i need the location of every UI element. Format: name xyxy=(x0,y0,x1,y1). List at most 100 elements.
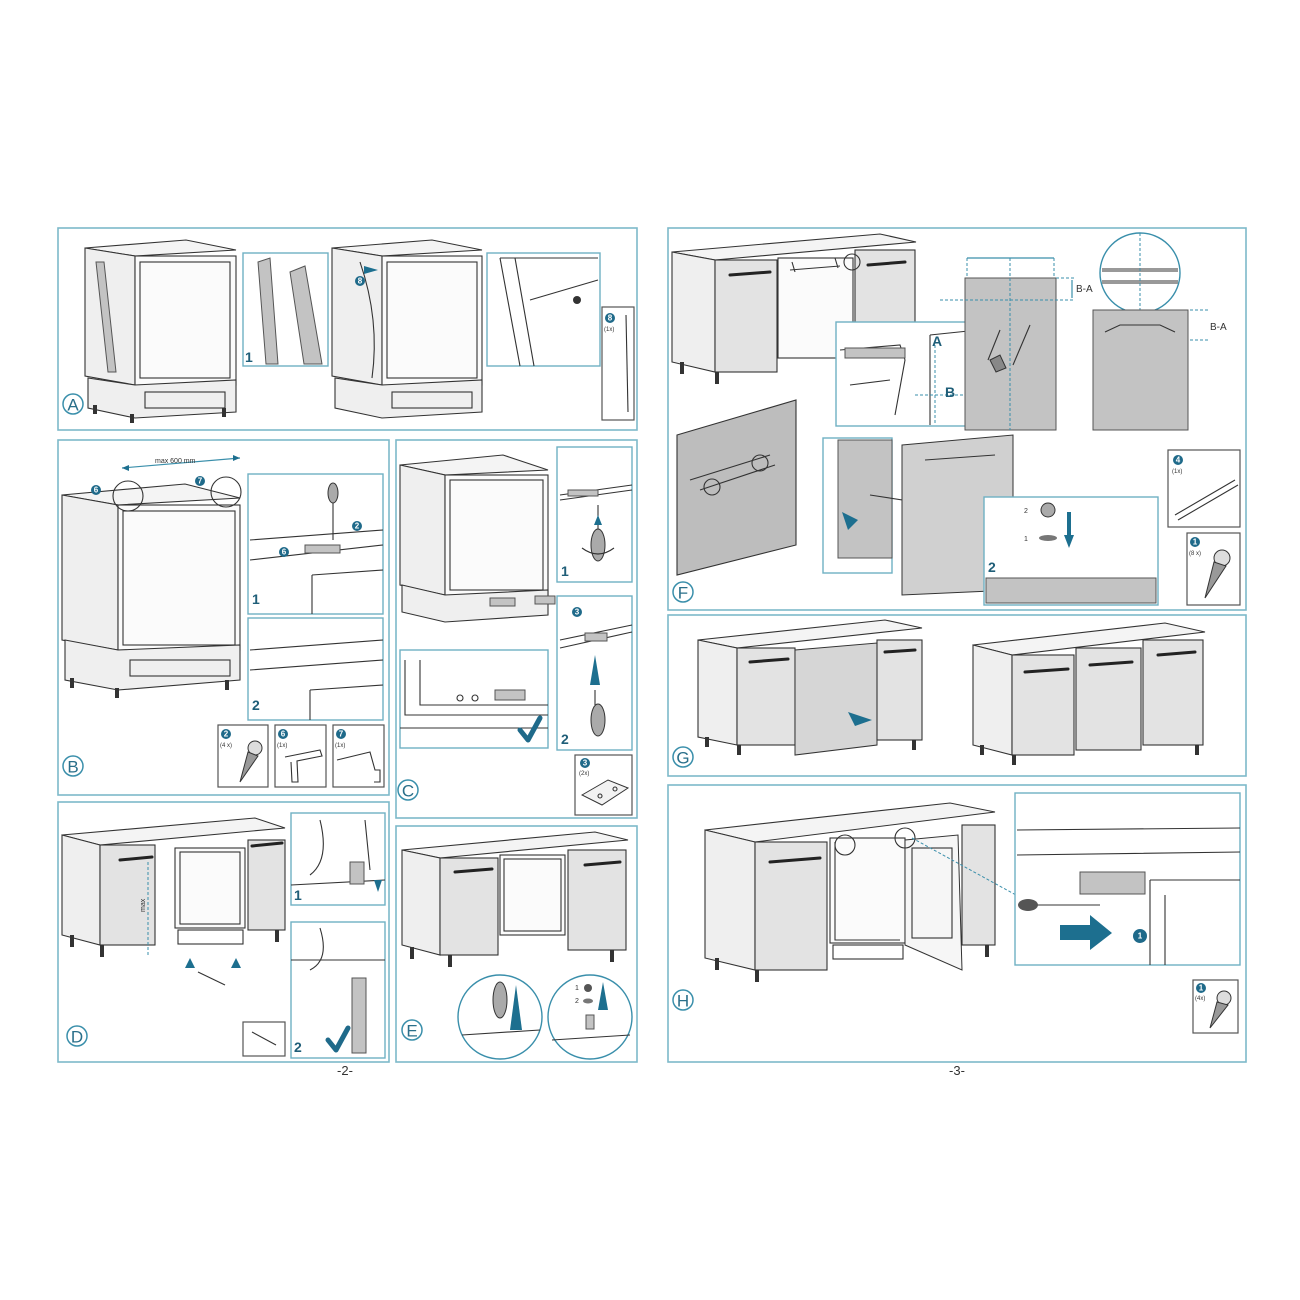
svg-text:E: E xyxy=(406,1022,417,1041)
panel-letter-c: C xyxy=(397,779,419,801)
part-box-screw-1: 1 (8 x) xyxy=(1186,532,1241,606)
svg-text:(1x): (1x) xyxy=(1172,469,1182,475)
door-panel xyxy=(794,642,878,756)
callout-number: 1 xyxy=(1138,932,1143,941)
detail-box-d1 xyxy=(290,812,386,906)
cabinet-illustration-g2 xyxy=(972,622,1206,765)
part-box-8: 8 (1x) xyxy=(601,306,635,421)
step-number: 1 xyxy=(245,349,253,365)
checkmark-icon xyxy=(517,715,543,743)
svg-text:(1x): (1x) xyxy=(277,743,287,749)
svg-text:3: 3 xyxy=(575,608,580,617)
panel-b-frame xyxy=(57,439,390,796)
fridge-illustration-c xyxy=(399,454,556,623)
step-number: 1 xyxy=(294,887,302,903)
dimension-label: B-A xyxy=(1210,322,1227,333)
fridge-illustration-a2: 8 xyxy=(331,239,483,419)
panel-e-frame xyxy=(395,825,638,1063)
svg-text:2: 2 xyxy=(1024,508,1028,515)
panel-letter-b: B xyxy=(62,755,84,777)
detail-box-a2 xyxy=(486,252,601,367)
panel-b: max 600 mm 6 7 2 6 1 2 2 (4 x) xyxy=(57,439,390,796)
fridge-illustration-a1 xyxy=(84,239,237,423)
panel-c: 1 3 2 3 (2x) C xyxy=(395,439,638,819)
svg-text:4: 4 xyxy=(1176,456,1181,465)
panel-letter-g: G xyxy=(672,746,694,768)
svg-text:H: H xyxy=(677,992,689,1011)
seal-strip-detail xyxy=(257,257,279,365)
svg-text:2: 2 xyxy=(575,998,579,1005)
svg-text:2: 2 xyxy=(355,522,360,531)
svg-text:(1x): (1x) xyxy=(604,327,614,333)
door-panel xyxy=(676,399,797,576)
cabinet-illustration-d: max xyxy=(61,817,286,986)
page-number: -2- xyxy=(337,1063,353,1078)
panel-f: A B B-A B-A 2 1 2 4 xyxy=(667,227,1247,611)
panel-g-frame xyxy=(667,614,1247,777)
label-b: B xyxy=(945,384,955,400)
part-box-bracket-4: 4 (1x) xyxy=(1167,449,1241,528)
svg-text:(4 x): (4 x) xyxy=(220,743,232,749)
svg-text:F: F xyxy=(678,584,688,603)
panel-g: G xyxy=(667,614,1247,777)
svg-text:8: 8 xyxy=(608,314,613,323)
cabinet-illustration-h xyxy=(704,802,1017,982)
svg-text:1: 1 xyxy=(1024,536,1028,543)
svg-text:1: 1 xyxy=(575,985,579,992)
svg-text:2: 2 xyxy=(224,730,229,739)
svg-text:6: 6 xyxy=(281,730,286,739)
svg-text:(2x): (2x) xyxy=(579,771,589,777)
label-a: A xyxy=(932,333,942,349)
step-number: 1 xyxy=(561,563,569,579)
part-box-screw-h: 1 (4x) xyxy=(1192,979,1239,1034)
svg-text:1: 1 xyxy=(1199,984,1204,993)
svg-text:7: 7 xyxy=(198,477,203,486)
part-box-bracket-6: 6 (1x) xyxy=(274,724,327,788)
panel-a-frame xyxy=(57,227,638,431)
panel-letter-f: F xyxy=(672,581,694,603)
panel-letter-d: D xyxy=(66,1025,88,1047)
panel-c-frame xyxy=(395,439,638,819)
door-panel-grey-2 xyxy=(1092,309,1189,431)
svg-text:G: G xyxy=(676,749,689,768)
cabinet-illustration-e xyxy=(401,831,629,967)
panel-h-frame xyxy=(667,784,1247,1063)
dimension-label: max xyxy=(140,898,147,912)
detail-box-d2 xyxy=(290,921,386,1059)
svg-text:(1x): (1x) xyxy=(335,743,345,749)
svg-text:A: A xyxy=(67,396,79,415)
cabinet-illustration-f xyxy=(671,233,917,384)
part-box-bracket-7: 7 (1x) xyxy=(332,724,385,788)
checkmark-icon xyxy=(325,1025,351,1053)
cabinet-illustration-g1 xyxy=(697,619,923,756)
seal-strip xyxy=(95,261,117,373)
detail-box-c1 xyxy=(556,446,633,583)
step-number: 2 xyxy=(561,731,569,747)
panel-a: 1 8 8 (1x) A xyxy=(57,227,638,431)
svg-text:B: B xyxy=(67,758,78,777)
detail-box-b1 xyxy=(247,473,384,615)
svg-text:3: 3 xyxy=(583,759,588,768)
detail-box-f1 xyxy=(835,321,981,427)
step-number: 2 xyxy=(294,1039,302,1055)
svg-text:C: C xyxy=(402,782,414,801)
part-box-screw-2: 2 (4 x) xyxy=(217,724,269,788)
panel-letter-a: A xyxy=(62,393,84,415)
svg-text:1: 1 xyxy=(1193,538,1198,547)
callout-number: 8 xyxy=(358,277,363,286)
part-box-hinge-3: 3 (2x) xyxy=(574,754,633,816)
panel-d: max 1 2 D xyxy=(57,801,390,1063)
svg-text:(8 x): (8 x) xyxy=(1189,551,1201,557)
svg-text:7: 7 xyxy=(339,730,344,739)
fridge-illustration-b: 6 7 xyxy=(61,476,242,698)
svg-text:D: D xyxy=(71,1028,83,1047)
svg-text:6: 6 xyxy=(282,548,287,557)
panel-f-frame xyxy=(667,227,1247,611)
dimension-label: B-A xyxy=(1076,284,1093,295)
panel-h: 1 1 (4x) H xyxy=(667,784,1247,1063)
panel-e: 1 2 E xyxy=(395,825,638,1063)
page-number: -3- xyxy=(949,1063,965,1078)
panel-letter-e: E xyxy=(401,1019,423,1041)
panel-d-frame xyxy=(57,801,390,1063)
